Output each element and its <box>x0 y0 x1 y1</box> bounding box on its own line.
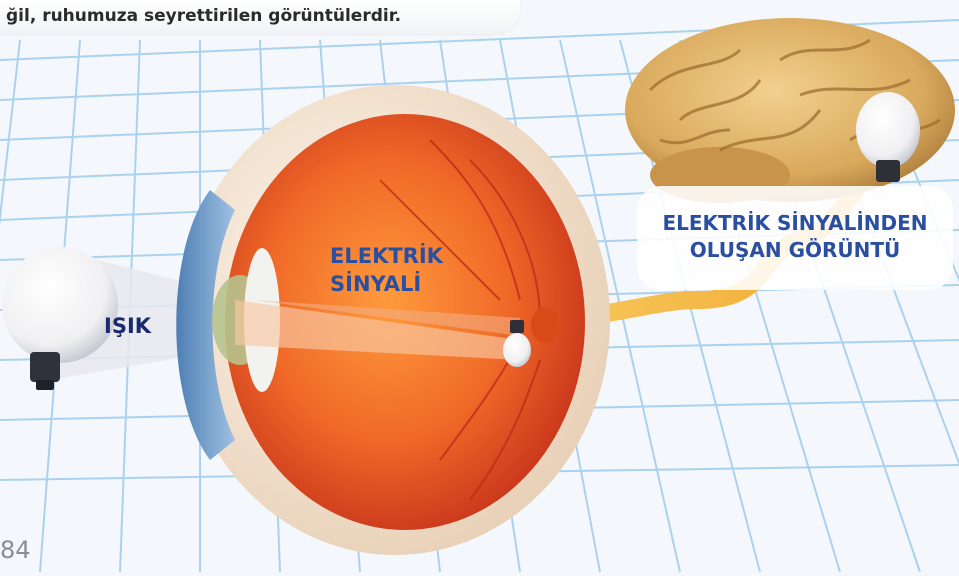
caption-bar: ğil, ruhumuza seyrettirilen görüntülerdi… <box>0 0 520 34</box>
formed-image-label: ELEKTRİK SİNYALİNDEN OLUŞAN GÖRÜNTÜ <box>637 210 953 264</box>
caption-text: ğil, ruhumuza seyrettirilen görüntülerdi… <box>6 6 401 26</box>
electric-signal-label: ELEKTRİK SİNYALİ <box>330 242 443 299</box>
image-label-box: ELEKTRİK SİNYALİNDEN OLUŞAN GÖRÜNTÜ <box>637 186 953 290</box>
formed-image-label-line1: ELEKTRİK SİNYALİNDEN <box>637 210 953 237</box>
page-number: 84 <box>0 536 31 564</box>
light-label: IŞIK <box>104 312 151 340</box>
electric-signal-label-line2: SİNYALİ <box>330 270 443 298</box>
formed-image-label-line2: OLUŞAN GÖRÜNTÜ <box>637 237 953 264</box>
electric-signal-label-line1: ELEKTRİK <box>330 242 443 270</box>
